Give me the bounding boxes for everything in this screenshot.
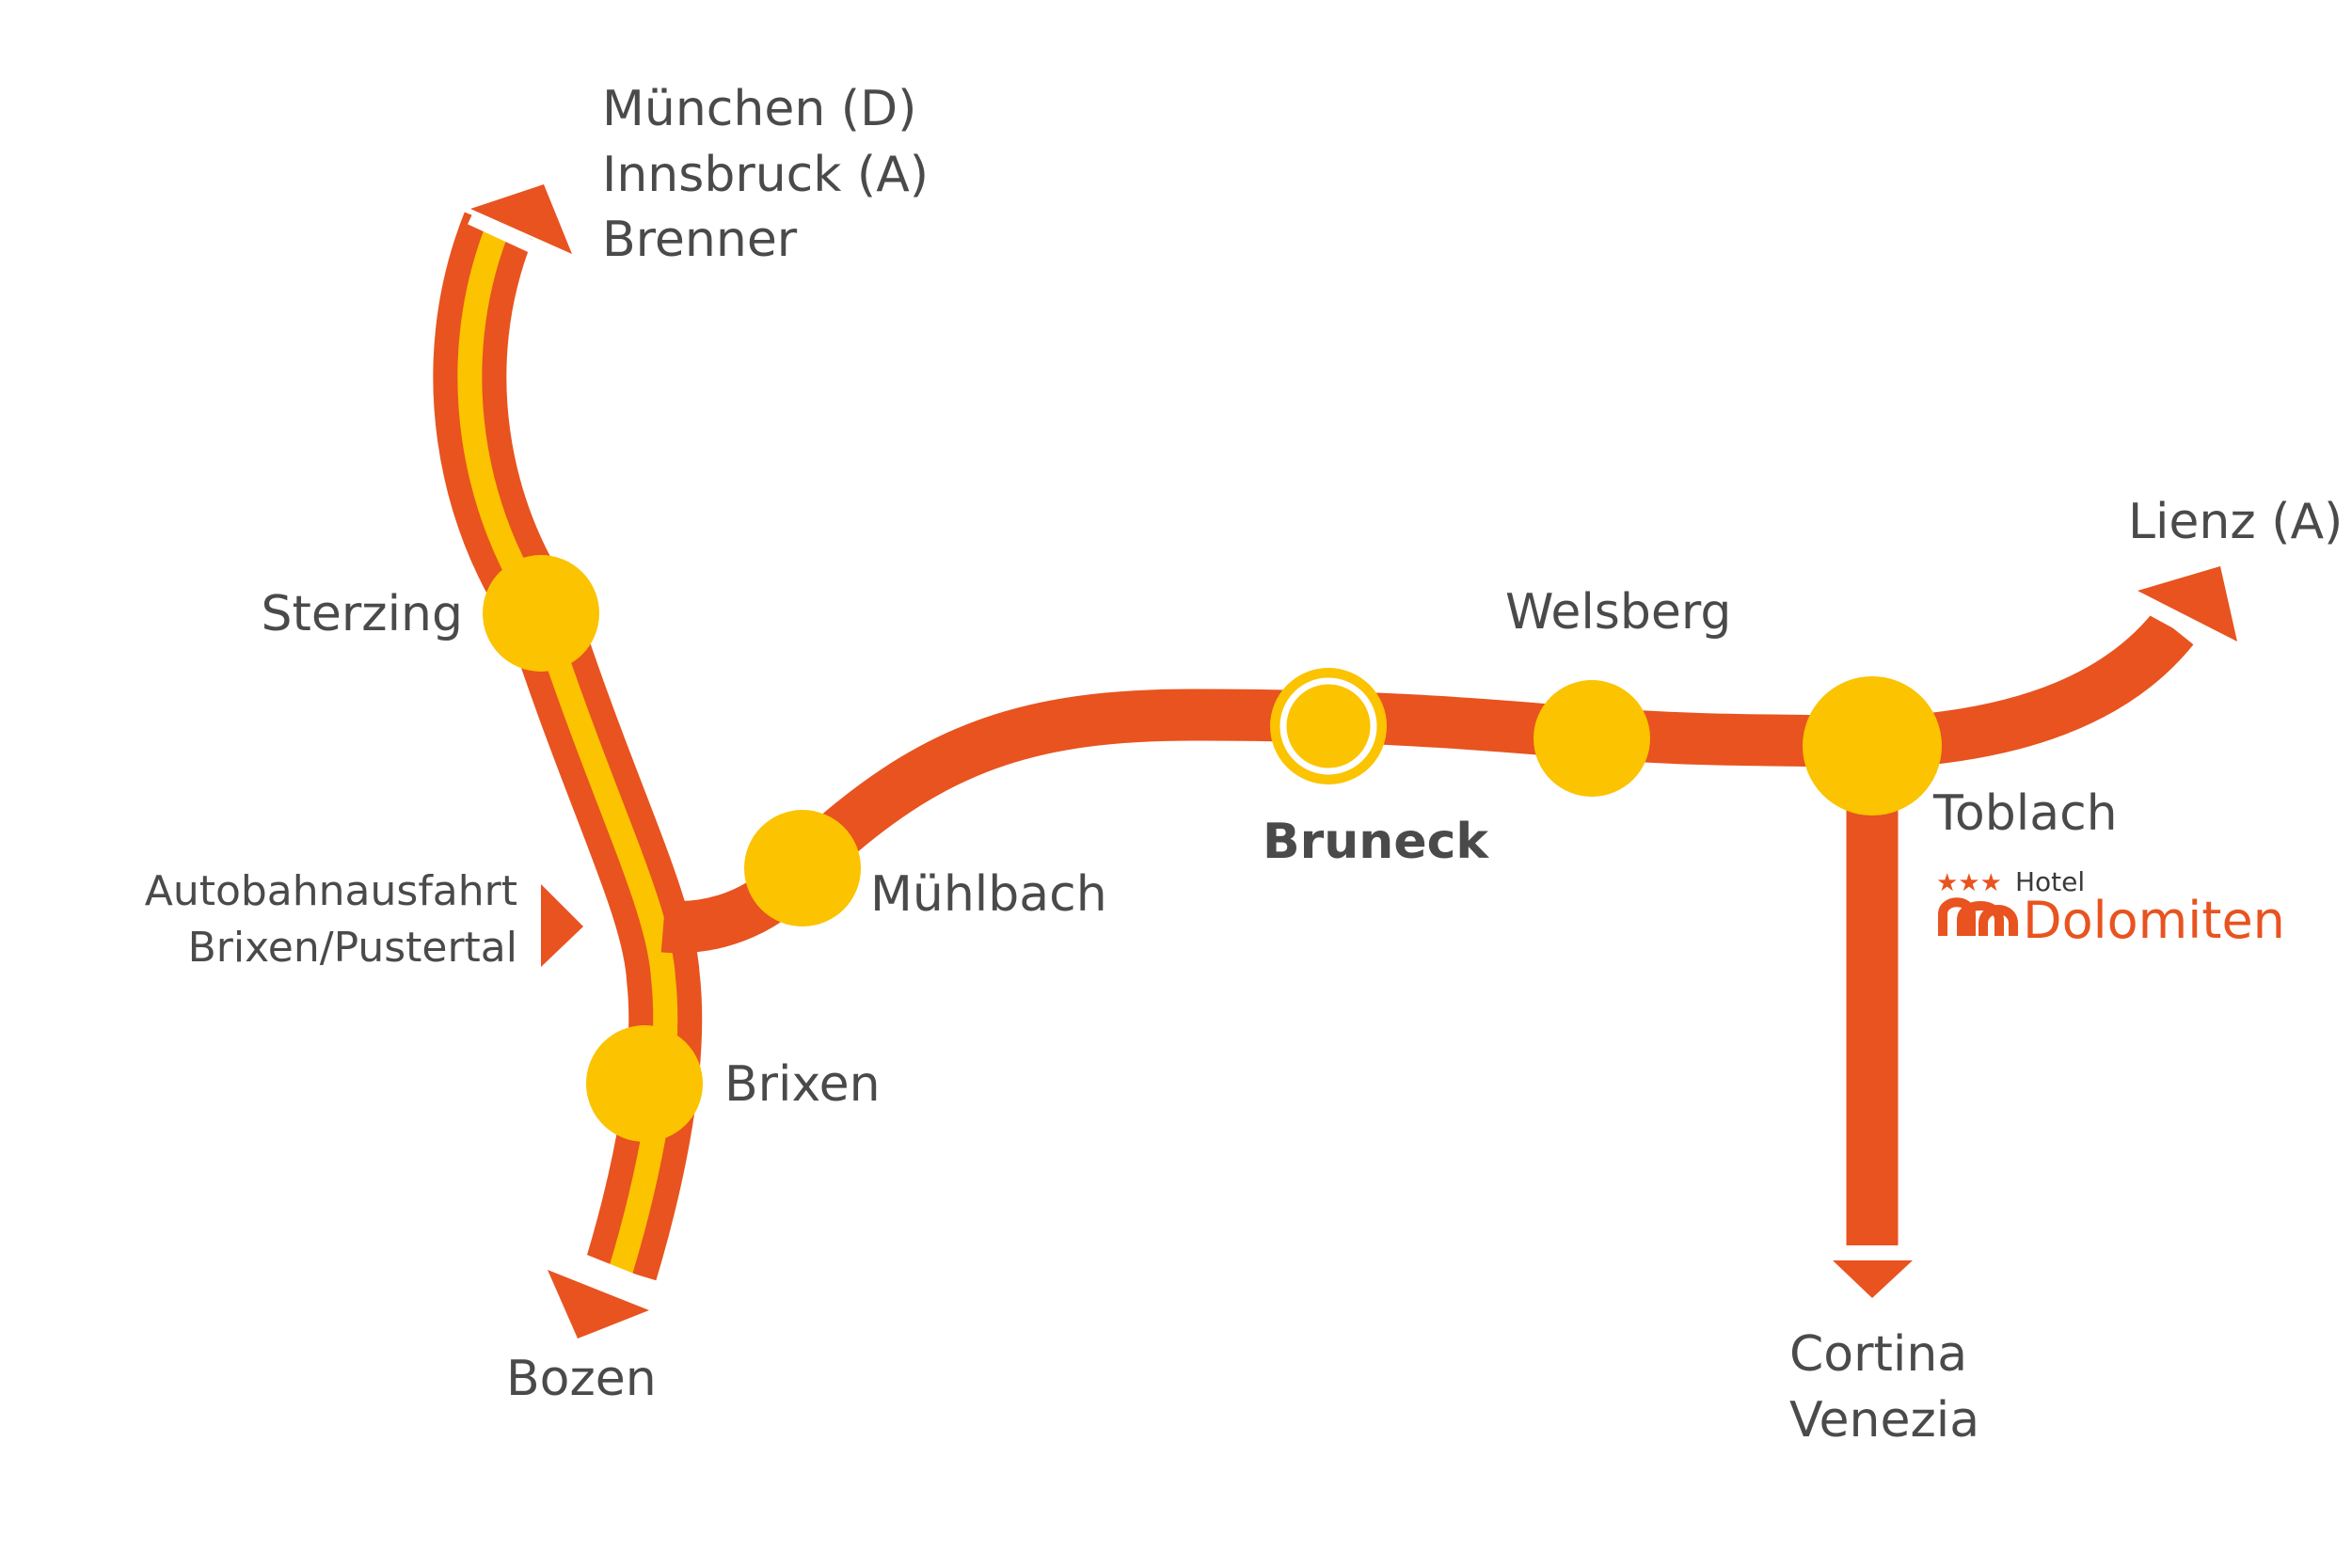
destination-east: Lienz (A): [2128, 494, 2343, 550]
pustertal-road: [660, 611, 2194, 1251]
destination-southeast-2: Venezia: [1789, 1392, 1979, 1449]
hotel-stars: ★★★: [1936, 869, 2002, 897]
label-sterzing: Sterzing: [262, 586, 463, 642]
destination-north-2: Innsbruck (A): [602, 147, 929, 203]
label-welsberg: Welsberg: [1505, 584, 1731, 641]
stop-welsberg: [1534, 680, 1650, 797]
stop-brixen: [586, 1025, 703, 1142]
stop-sterzing: [483, 555, 599, 672]
exit-arrow-icon: [541, 884, 583, 967]
destination-north-1: München (D): [602, 81, 916, 137]
destination-southeast-1: Cortina: [1789, 1326, 1967, 1383]
stop-toblach: [1803, 676, 1942, 816]
label-brixen: Brixen: [724, 1056, 881, 1113]
cortina-arrow-icon: [1833, 1260, 1913, 1298]
hotel-prefix: Hotel: [2015, 866, 2085, 897]
east-arrow-icon: [2137, 566, 2237, 641]
destination-south: Bozen: [506, 1351, 657, 1407]
label-bruneck: Bruneck: [1263, 814, 1489, 870]
exit-label-1: Autobahnausfahrt: [145, 867, 517, 915]
exit-label-2: Brixen/Pustertal: [188, 924, 517, 972]
hotel-mark-icon: [1938, 897, 2018, 936]
south-arrow-icon: [548, 1270, 649, 1338]
destination-north-3: Brenner: [602, 212, 798, 268]
stop-bruneck: [1270, 668, 1387, 784]
label-toblach: Toblach: [1932, 785, 2118, 842]
north-arrow-icon: [470, 184, 572, 254]
label-muehlbach: Mühlbach: [870, 866, 1107, 923]
hotel-name: Dolomiten: [2023, 891, 2285, 950]
hotel-dolomiten-logo: ★★★ Hotel Dolomiten: [1936, 866, 2285, 950]
stop-muehlbach: [744, 810, 861, 927]
